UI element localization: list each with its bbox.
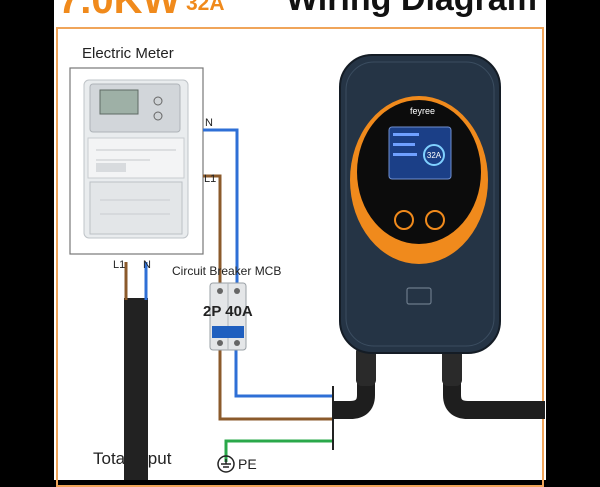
ground-icon (217, 455, 235, 473)
supply-cable (124, 298, 148, 480)
pe-label: PE (238, 456, 257, 472)
electric-meter (69, 67, 204, 255)
meter-label: Electric Meter (82, 45, 174, 62)
current-rating: 32A (186, 0, 225, 15)
neutral-wire-out (234, 350, 333, 398)
power-rating: 7.0KW (58, 0, 181, 22)
circuit-breaker (209, 282, 247, 351)
live-wire (203, 174, 222, 290)
charger-cable-left (333, 350, 375, 419)
breaker-label: Circuit Breaker MCB (172, 264, 282, 278)
neutral-wire (203, 128, 239, 290)
earth-wire (224, 439, 333, 462)
charger-display-value: 32A (427, 151, 442, 160)
diagram-title: Wiring Diagram (286, 0, 537, 19)
live-wire-out (218, 350, 333, 421)
meter-terminal-n: N (143, 259, 151, 271)
neutral-wire-label: N (205, 117, 213, 129)
live-wire-label: L1 (204, 173, 216, 185)
meter-terminal-l1: L1 (113, 259, 125, 271)
total-input-label: Total Input (93, 449, 172, 468)
charger-cable-right (443, 350, 545, 419)
ev-charger (339, 54, 501, 354)
breaker-rating: 2P 40A (203, 303, 253, 320)
charger-brand: feyree (410, 106, 435, 116)
